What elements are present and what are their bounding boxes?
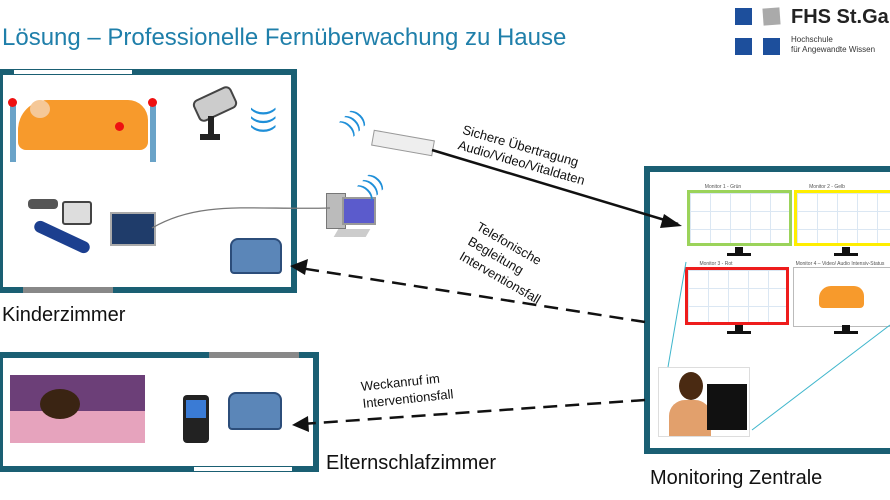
sensor-cable bbox=[151, 207, 331, 229]
phone-support-arrow bbox=[299, 266, 646, 324]
monitoring-zentrale-room bbox=[644, 166, 890, 454]
secure-transfer-arrow bbox=[431, 148, 679, 226]
sleeping-parent-image bbox=[10, 375, 145, 443]
telephone-icon bbox=[230, 238, 282, 274]
monitor-3 bbox=[685, 267, 789, 325]
fhs-logo: FHS St.Ga Hochschule für Angewandte Wiss… bbox=[733, 6, 890, 61]
camera-icon bbox=[190, 84, 240, 148]
monitor-1 bbox=[687, 190, 792, 246]
telephone-icon bbox=[228, 392, 282, 430]
kinderzimmer-room bbox=[0, 69, 297, 293]
monitor-2 bbox=[794, 190, 890, 246]
computer-icon bbox=[326, 193, 376, 241]
elternschlafzimmer-label: Elternschlafzimmer bbox=[326, 452, 497, 474]
elternschlafzimmer-room bbox=[0, 352, 319, 472]
operator-image bbox=[658, 367, 750, 437]
vital-sensors-icon bbox=[28, 195, 100, 257]
slide-title: Lösung – Professionelle Fernüberwachung … bbox=[2, 24, 567, 51]
monitor-4 bbox=[793, 267, 890, 327]
zentrale-label: Monitoring Zentrale bbox=[650, 467, 823, 489]
kinderzimmer-label: Kinderzimmer bbox=[2, 304, 126, 326]
child-bed-icon bbox=[8, 92, 157, 162]
monitor-wall: Monitor 1 - Grün Monitor 2 - Gelb Monito… bbox=[655, 180, 890, 334]
mobile-phone-icon bbox=[183, 395, 209, 443]
wake-call-arrow bbox=[301, 398, 646, 426]
vital-monitor-icon bbox=[110, 212, 156, 246]
